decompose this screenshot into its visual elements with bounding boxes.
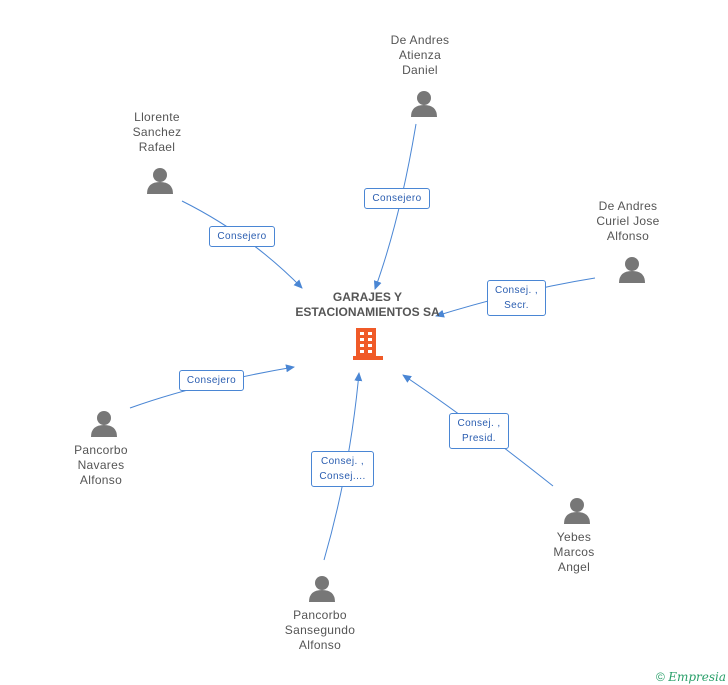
person-name-line: De Andres (390, 33, 450, 47)
person-name[interactable]: De Andres Curiel Jose Alfonso (563, 199, 693, 244)
role-label-line: Consejero (186, 375, 237, 386)
role-label-line: Secr. (504, 300, 529, 311)
person-icon[interactable] (619, 257, 645, 283)
role-label-line: Consej. , (494, 285, 539, 296)
role-label[interactable]: Consej. , Secr. (487, 280, 546, 316)
role-label-line: Consej. , (320, 456, 365, 467)
person-name-line: Angel (557, 560, 591, 574)
person-name-line: De Andres (598, 199, 658, 213)
person-name-line: Curiel Jose (596, 214, 660, 228)
role-label[interactable]: Consejero (209, 226, 275, 247)
person-name-line: Alfonso (79, 473, 123, 487)
person-name-line: Llorente (134, 110, 180, 124)
person-name[interactable]: Pancorbo Sansegundo Alfonso (255, 608, 385, 653)
person-name[interactable]: Pancorbo Navares Alfonso (36, 443, 166, 488)
role-label[interactable]: Consej. , Presid. (449, 413, 509, 449)
person-name-line: Yebes (556, 530, 592, 544)
person-name-line: Navares (77, 458, 125, 472)
person-icon[interactable] (411, 91, 437, 117)
company-name-line: ESTACIONAMIENTOS SA (295, 305, 440, 319)
role-label-line: Consejero (372, 193, 422, 204)
copyright-icon: © (656, 670, 665, 684)
brand-logo: Empresia (668, 670, 726, 684)
person-icon[interactable] (91, 411, 117, 437)
person-name-line: Sanchez (132, 125, 182, 139)
person-name-line: Alfonso (298, 638, 342, 652)
role-label[interactable]: Consej. , Consej.... (311, 451, 374, 487)
person-name-line: Alfonso (606, 229, 650, 243)
person-name-line: Rafael (138, 140, 176, 154)
person-name[interactable]: De Andres Atienza Daniel (355, 33, 485, 78)
role-label-line: Consej.... (319, 471, 366, 482)
person-name-line: Pancorbo (293, 608, 347, 622)
person-icon[interactable] (309, 576, 335, 602)
person-name-line: Daniel (402, 63, 438, 77)
person-icon[interactable] (564, 498, 590, 524)
company-name-line: GARAJES Y (332, 290, 403, 304)
company-name[interactable]: GARAJES Y ESTACIONAMIENTOS SA (270, 290, 465, 320)
role-label[interactable]: Consejero (179, 370, 244, 391)
person-name-line: Marcos (553, 545, 595, 559)
person-name-line: Pancorbo (74, 443, 128, 457)
person-name-line: Sansegundo (284, 623, 356, 637)
footer-credit[interactable]: © Empresia (656, 670, 726, 684)
person-icon[interactable] (147, 168, 173, 194)
edge-person-1 (373, 123, 417, 290)
person-name[interactable]: Yebes Marcos Angel (509, 530, 639, 575)
role-label-line: Presid. (462, 433, 496, 444)
role-label[interactable]: Consejero (364, 188, 430, 209)
person-name-line: Atienza (398, 48, 442, 62)
role-label-line: Consej. , (457, 418, 501, 429)
role-label-line: Consejero (217, 231, 267, 242)
building-icon[interactable] (353, 328, 383, 360)
person-name[interactable]: Llorente Sanchez Rafael (92, 110, 222, 155)
